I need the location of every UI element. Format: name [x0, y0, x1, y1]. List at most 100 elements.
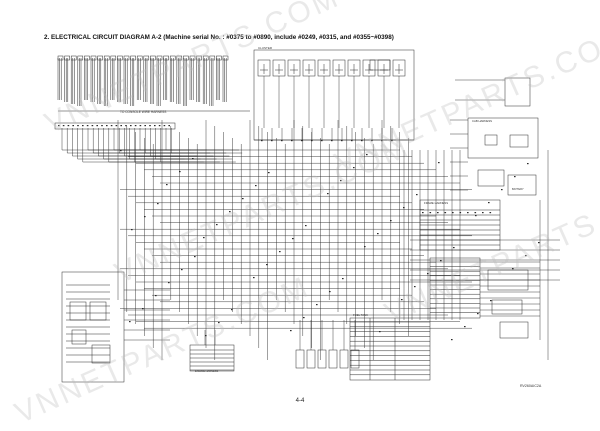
terminal [194, 256, 196, 258]
connector-pin [136, 55, 143, 61]
terminal [422, 212, 424, 214]
terminal [67, 125, 70, 127]
section-label: TO CONSOLE WIRE HARNESS [120, 110, 166, 114]
relay [350, 349, 360, 369]
terminal [525, 255, 527, 257]
connector-pin [143, 55, 150, 61]
connector-pin [103, 55, 110, 61]
terminal [125, 125, 127, 127]
connector-pin [176, 55, 183, 61]
gauge-box [347, 59, 361, 77]
relay [339, 349, 349, 369]
connector-pin [130, 55, 136, 61]
terminal [467, 212, 469, 214]
connector-pin [110, 55, 117, 61]
terminal [429, 212, 432, 214]
terminal [291, 140, 293, 142]
terminal [268, 172, 270, 174]
gauge-box [257, 59, 271, 77]
connector-pin [117, 55, 123, 61]
gauge-box [362, 59, 376, 77]
connector-pin [64, 55, 70, 61]
terminal [475, 215, 477, 217]
section-label: FUEL TANK [353, 313, 368, 317]
terminal [216, 224, 218, 226]
terminal [281, 140, 283, 142]
terminal [401, 299, 403, 301]
terminal [451, 339, 453, 341]
gauge-box [392, 59, 406, 77]
terminal [62, 125, 65, 127]
connector-pin [196, 55, 202, 61]
terminal [91, 125, 94, 127]
component-box [69, 301, 87, 321]
terminal [149, 125, 151, 127]
terminal [482, 212, 484, 214]
terminal [271, 140, 273, 142]
terminal [361, 140, 363, 142]
terminal [303, 317, 305, 319]
terminal [82, 125, 84, 127]
terminal [444, 212, 447, 214]
terminal [179, 171, 181, 173]
terminal [440, 260, 442, 262]
terminal [58, 125, 60, 127]
fuel-tank-table [349, 317, 431, 381]
terminal [438, 162, 440, 164]
terminal [366, 154, 368, 156]
terminal [311, 140, 313, 142]
terminal [316, 304, 318, 306]
gauge-box [287, 59, 301, 77]
terminal [327, 193, 329, 195]
page-title: 2. ELECTRICAL CIRCUIT DIAGRAM A-2 (Machi… [44, 34, 394, 41]
cab-panel [61, 271, 125, 383]
connector-pin [216, 55, 222, 61]
connector-pin [163, 55, 169, 61]
component-box [477, 169, 505, 187]
terminal [342, 278, 344, 280]
terminal [96, 125, 98, 127]
page-number: 4-4 [295, 398, 305, 404]
terminal [110, 125, 113, 127]
drawing-code: RV260AIC2A [520, 384, 542, 388]
terminal [218, 322, 220, 324]
horn-box [504, 77, 531, 107]
terminal [459, 212, 462, 214]
terminal [134, 125, 137, 127]
terminal [474, 212, 477, 214]
component-box [91, 344, 111, 364]
connector-pin [84, 55, 90, 61]
terminal [453, 247, 455, 249]
terminal [527, 163, 529, 165]
terminal [115, 125, 118, 127]
cab-harness-box [467, 117, 539, 159]
connector-pin [123, 55, 130, 61]
terminal [181, 269, 183, 271]
terminal [139, 125, 142, 127]
component-box [507, 174, 537, 196]
terminal [377, 233, 379, 235]
terminal [403, 207, 405, 209]
terminal [379, 331, 381, 333]
switch-box [369, 59, 391, 71]
terminal [131, 229, 133, 231]
terminal [340, 180, 342, 182]
connector-pin [202, 55, 209, 61]
terminal [427, 273, 429, 275]
terminal [416, 194, 418, 196]
terminal [120, 150, 122, 152]
terminal [144, 125, 146, 127]
component-box [487, 269, 529, 291]
terminal [538, 242, 540, 244]
terminal [253, 277, 255, 279]
connector-pin [183, 55, 189, 61]
terminal [86, 125, 89, 127]
terminal [490, 300, 492, 302]
terminal [364, 246, 366, 248]
connector-pin [169, 55, 176, 61]
terminal [192, 158, 194, 160]
terminal [381, 140, 383, 142]
terminal [155, 295, 157, 297]
terminal [77, 125, 79, 127]
